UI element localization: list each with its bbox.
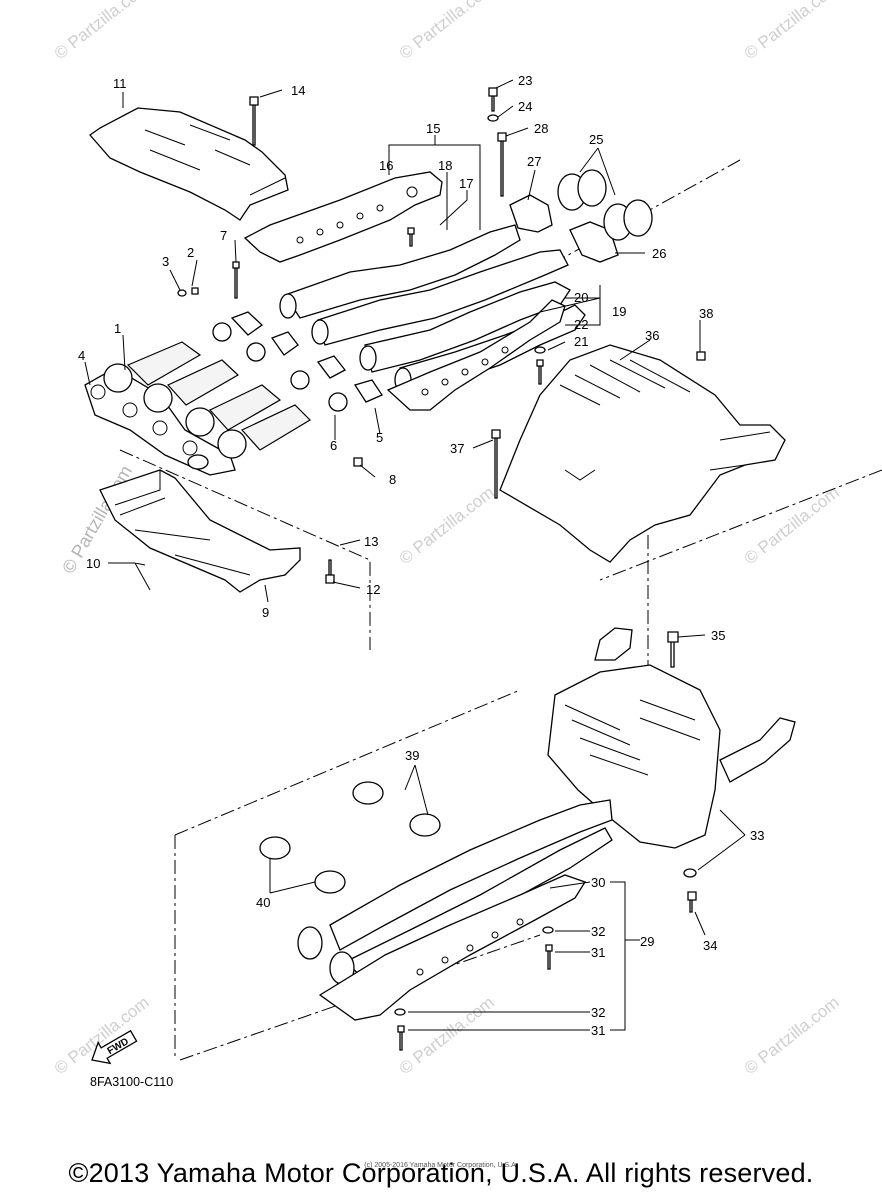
callout-33: 33 (750, 828, 764, 843)
callout-17: 17 (459, 176, 473, 191)
watermark: © Partzilla.com (396, 0, 498, 63)
copyright-footer: ©2013 Yamaha Motor Corporation, U.S.A. A… (68, 1158, 814, 1188)
callout-28: 28 (534, 121, 548, 136)
assembly-boundary-lines (119, 159, 882, 1061)
callout-32: 32 (591, 1005, 605, 1020)
callout-6: 6 (330, 438, 337, 453)
rubber-rings-25 (557, 169, 653, 241)
callout-5: 5 (376, 430, 383, 445)
callout-7: 7 (220, 228, 227, 243)
callout-2: 2 (187, 245, 194, 260)
callout-38: 38 (699, 306, 713, 321)
fasteners (177, 87, 706, 1051)
callout-34: 34 (703, 938, 717, 953)
watermark: © Partzilla.com (741, 483, 843, 569)
damper-plate-lower (386, 299, 566, 411)
callout-21: 21 (574, 334, 588, 349)
damper-plate-upper (243, 171, 443, 263)
callout-14: 14 (291, 83, 305, 98)
callout-18: 18 (438, 158, 452, 173)
callout-22: 22 (574, 317, 588, 332)
caps (259, 781, 441, 894)
heat-protector-lower (99, 469, 301, 593)
callout-labels: 1 2 3 4 5 6 7 8 9 10 11 12 13 14 15 16 1… (78, 73, 764, 1038)
watermark: © Partzilla.com (396, 993, 498, 1079)
callout-26: 26 (652, 246, 666, 261)
watermark: © Partzilla.com (396, 483, 498, 569)
callout-27: 27 (527, 154, 541, 169)
callout-40: 40 (256, 895, 270, 910)
callout-31: 31 (591, 945, 605, 960)
callout-9: 9 (262, 605, 269, 620)
small-copyright: (c) 2005-2016 Yamaha Motor Corporation, … (364, 1162, 518, 1169)
callout-37: 37 (450, 441, 464, 456)
muffler-assembly (297, 627, 796, 1021)
callout-31: 31 (591, 1023, 605, 1038)
muffler-protector (499, 344, 786, 563)
diagram-code: 8FA3100-C110 (90, 1075, 174, 1089)
callout-3: 3 (162, 254, 169, 269)
callout-16: 16 (379, 158, 393, 173)
watermark: © Partzilla.com (51, 993, 153, 1079)
callout-19: 19 (612, 304, 626, 319)
watermark: © Partzilla.com (741, 0, 843, 63)
callout-20: 20 (574, 290, 588, 305)
bracket-27 (509, 194, 553, 233)
callout-25: 25 (589, 132, 603, 147)
callout-15: 15 (426, 121, 440, 136)
callout-10: 10 (86, 556, 100, 571)
callout-30: 30 (591, 875, 605, 890)
heat-protector-upper (89, 107, 289, 221)
callout-23: 23 (518, 73, 532, 88)
watermark: © Partzilla.com (51, 0, 153, 63)
callout-13: 13 (364, 534, 378, 549)
callout-12: 12 (366, 582, 380, 597)
callout-1: 1 (114, 321, 121, 336)
callout-32: 32 (591, 924, 605, 939)
callout-24: 24 (518, 99, 532, 114)
callout-8: 8 (389, 472, 396, 487)
exhaust-manifold-joints (84, 311, 383, 476)
callout-39: 39 (405, 748, 419, 763)
watermark: © Partzilla.com (741, 993, 843, 1079)
leader-lines (84, 79, 746, 1031)
callout-29: 29 (640, 934, 654, 949)
callout-11: 11 (113, 76, 127, 91)
callout-35: 35 (711, 628, 725, 643)
callout-4: 4 (78, 348, 85, 363)
callout-36: 36 (645, 328, 659, 343)
